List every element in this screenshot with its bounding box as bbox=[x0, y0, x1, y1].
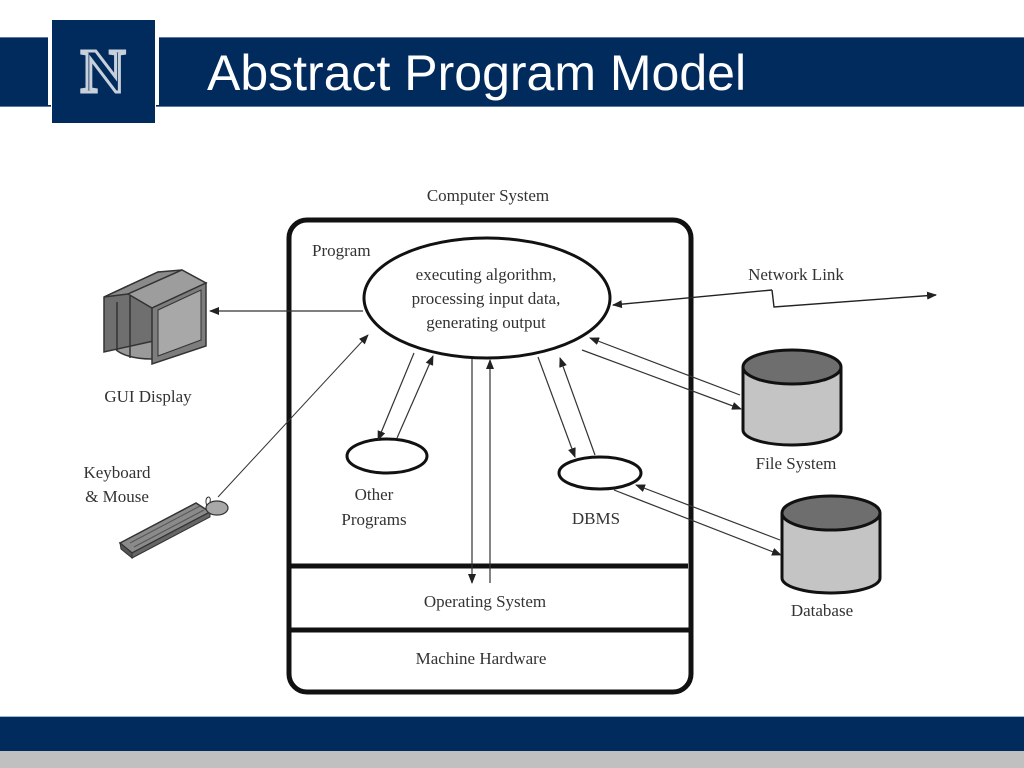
file-system-label: File System bbox=[756, 454, 837, 473]
other-programs-line-2: Programs bbox=[341, 510, 406, 529]
core-line-1: executing algorithm, bbox=[416, 265, 557, 284]
arrow-db-to-dbms bbox=[635, 484, 781, 541]
database-cylinder-icon bbox=[780, 494, 882, 595]
footer-gray-strip bbox=[0, 751, 1024, 768]
arrow-core-to-dbms bbox=[537, 356, 576, 458]
keyboard-mouse-icon bbox=[118, 496, 229, 560]
keyboard-label-line-1: Keyboard bbox=[83, 463, 151, 482]
hardware-label: Machine Hardware bbox=[416, 649, 547, 668]
title-bar bbox=[0, 37, 1024, 107]
os-label: Operating System bbox=[424, 592, 546, 611]
n-logo-icon: N bbox=[79, 37, 127, 108]
arrow-core-to-network bbox=[771, 289, 937, 308]
dbms-ellipse bbox=[557, 455, 643, 491]
other-programs-line-1: Other bbox=[355, 485, 394, 504]
university-logo: N bbox=[48, 20, 159, 123]
monitor-icon bbox=[103, 269, 208, 366]
core-line-2: processing input data, bbox=[412, 289, 561, 308]
arrow-core-to-fs bbox=[581, 349, 742, 410]
footer-band bbox=[0, 716, 1024, 751]
core-line-3: generating output bbox=[426, 313, 546, 332]
arrow-core-to-other bbox=[377, 352, 415, 441]
logo-letter: N bbox=[81, 38, 126, 106]
dbms-label: DBMS bbox=[572, 509, 620, 528]
arrow-dbms-to-db bbox=[613, 489, 782, 556]
network-link-label: Network Link bbox=[748, 265, 844, 284]
computer-system-box bbox=[286, 217, 694, 695]
arrow-other-to-core bbox=[396, 355, 434, 439]
program-core-ellipse bbox=[362, 236, 612, 360]
arrow-dbms-to-core bbox=[559, 357, 596, 456]
arrow-fs-to-core bbox=[589, 337, 741, 396]
keyboard-label-line-2: & Mouse bbox=[85, 487, 149, 506]
arrow-network-to-core bbox=[612, 289, 773, 309]
arrow-keyboard-to-core bbox=[217, 334, 369, 498]
gui-display-label: GUI Display bbox=[104, 387, 192, 406]
slide-title: Abstract Program Model bbox=[207, 45, 747, 101]
program-label: Program bbox=[312, 241, 371, 260]
database-label: Database bbox=[791, 601, 853, 620]
file-system-cylinder-icon bbox=[741, 348, 843, 447]
computer-system-label: Computer System bbox=[427, 186, 549, 205]
other-programs-ellipse bbox=[345, 437, 429, 475]
